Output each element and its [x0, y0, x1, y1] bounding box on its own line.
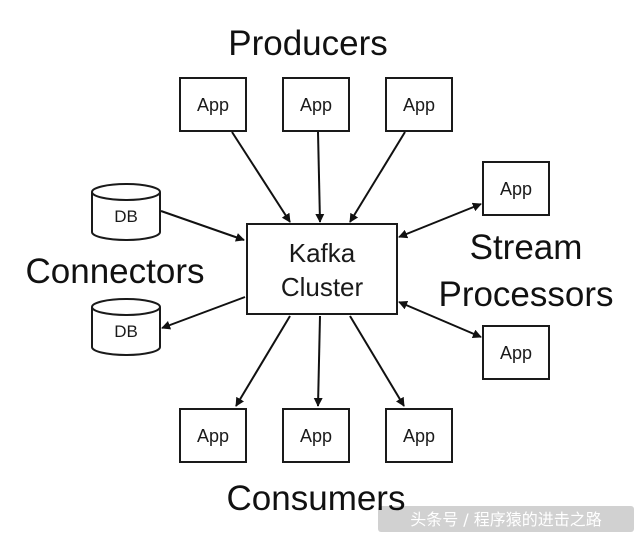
arrow-kafka-to-consumer	[235, 315, 291, 407]
stream-app-node: App	[482, 161, 550, 216]
kafka-cluster-node: Kafka Cluster	[246, 223, 398, 315]
svg-text:DB: DB	[114, 207, 138, 226]
stream-app-node: App	[482, 325, 550, 380]
arrow-kafka-stream-bidirectional	[398, 202, 482, 239]
consumer-app-node: App	[179, 408, 247, 463]
kafka-label-line1: Kafka	[289, 238, 356, 268]
arrow-kafka-to-consumer	[313, 315, 323, 407]
arrow-producer-to-kafka	[231, 131, 291, 223]
svg-text:App: App	[197, 426, 229, 446]
connectors-label: Connectors	[26, 252, 205, 291]
svg-text:App: App	[500, 343, 532, 363]
svg-text:App: App	[500, 179, 532, 199]
producer-app-node: App	[385, 77, 453, 132]
database-node: DB	[91, 298, 161, 356]
watermark: 头条号 / 程序猿的进击之路	[378, 506, 634, 532]
kafka-label-line2: Cluster	[281, 272, 364, 302]
arrow-db-to-kafka	[160, 210, 245, 242]
arrow-kafka-to-db	[161, 296, 246, 330]
consumer-app-node: App	[385, 408, 453, 463]
arrow-kafka-to-consumer	[349, 315, 405, 407]
svg-text:App: App	[403, 95, 435, 115]
producer-app-node: App	[282, 77, 350, 132]
svg-text:App: App	[300, 95, 332, 115]
svg-text:DB: DB	[114, 322, 138, 341]
producer-app-node: App	[179, 77, 247, 132]
producers-label: Producers	[228, 24, 388, 63]
database-node: DB	[91, 183, 161, 241]
arrow-producer-to-kafka	[349, 131, 406, 223]
arrow-producer-to-kafka	[315, 131, 325, 223]
stream-processors-label-line1: Stream	[470, 228, 583, 267]
svg-text:App: App	[403, 426, 435, 446]
svg-text:App: App	[197, 95, 229, 115]
consumers-label: Consumers	[227, 479, 406, 518]
svg-text:App: App	[300, 426, 332, 446]
watermark-text: 头条号 / 程序猿的进击之路	[410, 510, 602, 529]
arrow-kafka-stream-bidirectional	[398, 301, 482, 338]
consumer-app-node: App	[282, 408, 350, 463]
stream-processors-label-line2: Processors	[438, 275, 613, 314]
